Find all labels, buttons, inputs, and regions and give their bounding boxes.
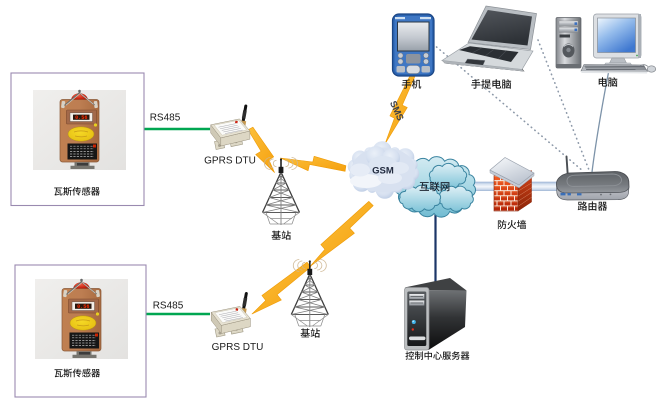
- svg-text:GPRS DTU: GPRS DTU: [212, 342, 264, 353]
- svg-text:0.56: 0.56: [75, 115, 87, 121]
- svg-text:RS485: RS485: [153, 301, 184, 312]
- svg-text:GPRS DTU: GPRS DTU: [204, 156, 256, 167]
- svg-text:0.56: 0.56: [77, 304, 89, 310]
- svg-text:GSM: GSM: [372, 165, 394, 176]
- svg-text:RS485: RS485: [150, 112, 181, 123]
